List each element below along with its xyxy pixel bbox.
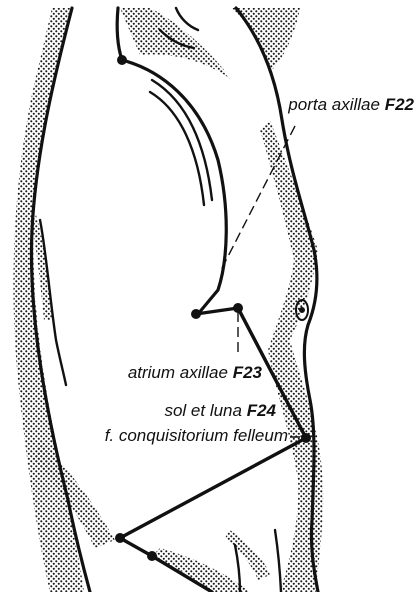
label-porta-axillae: porta axillae F22 (287, 95, 414, 114)
acupoints (115, 55, 311, 561)
point-f23 (233, 303, 243, 313)
point-lower-2 (147, 551, 157, 561)
label-conquisitorium-felleum: f. conquisitorium felleum (105, 426, 288, 445)
point-lower-1 (115, 533, 125, 543)
point-f24 (301, 433, 311, 443)
point-shoulder (117, 55, 127, 65)
point-f22 (191, 309, 201, 319)
label-sol-et-luna: sol et luna F24 (164, 401, 276, 420)
labels: porta axillae F22 atrium axillae F23 sol… (105, 95, 415, 445)
label-atrium-axillae: atrium axillae F23 (128, 363, 263, 382)
